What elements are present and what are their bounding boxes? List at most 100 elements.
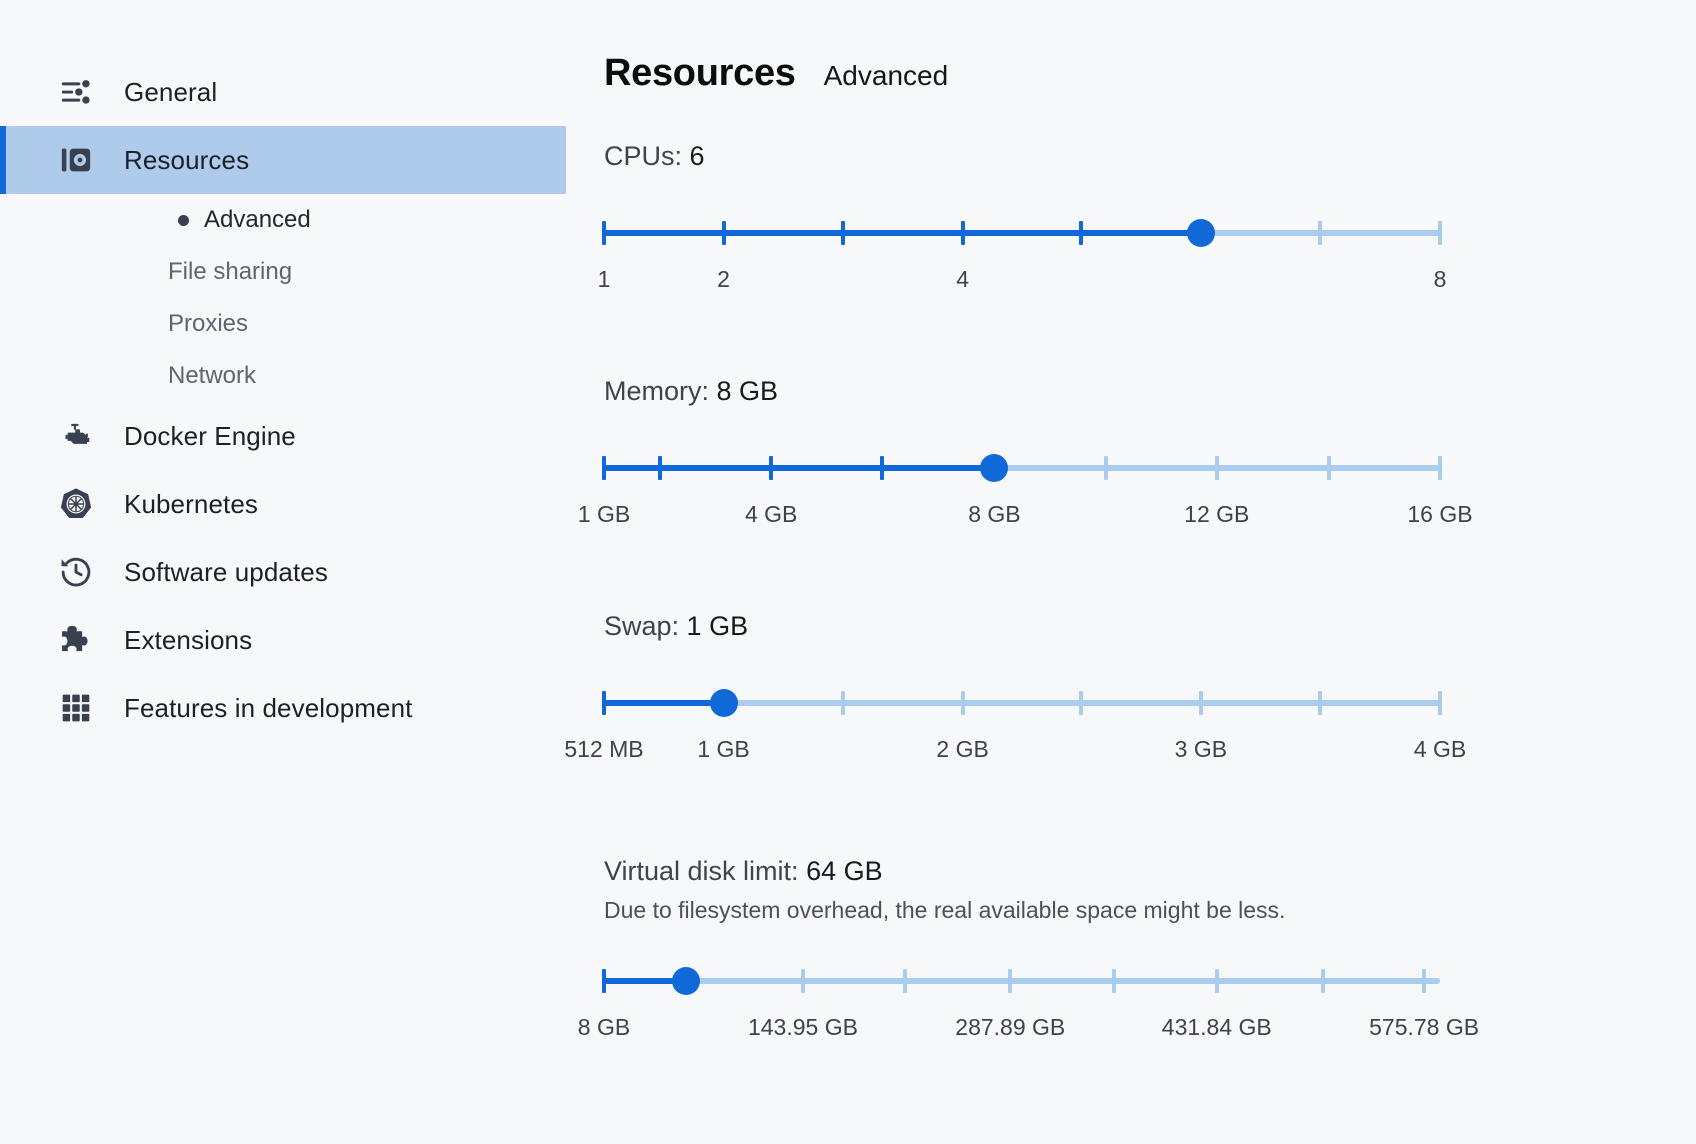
sidebar-subitem-label: Advanced [204,206,311,233]
slider-tick [1320,969,1325,993]
slider-tick [800,969,805,993]
swap-value: 1 GB [686,611,749,641]
slider-tick [1103,456,1108,480]
page-title: Resources [604,52,796,94]
cpus-setting: CPUs: 6 1 2 4 8 [598,141,1696,300]
memory-label-prefix: Memory: [604,376,717,406]
sidebar-subitem-file-sharing[interactable]: File sharing [0,246,566,298]
puzzle-piece-icon [56,620,96,660]
memory-tick-labels: 1 GB 4 GB 8 GB 12 GB 16 GB [578,501,1473,535]
slider-tick [902,969,907,993]
cpus-label: CPUs: 6 [604,141,1696,172]
slider-tick [880,456,885,480]
slider-tick [1438,221,1442,245]
slider-tick-label: 16 GB [1407,501,1473,527]
page-header: Resources Advanced [604,52,1696,95]
kubernetes-helm-icon [56,484,96,524]
slider-tick-label: 2 [717,266,730,292]
slider-tick [1318,691,1323,715]
slider-tick-label: 1 [597,266,611,292]
slider-tick [721,221,726,245]
slider-tick-label: 287.89 GB [955,1014,1066,1040]
slider-tick-label: 8 [1433,266,1447,292]
slider-tick-label: 431.84 GB [1161,1014,1272,1040]
sidebar-item-docker-engine[interactable]: Docker Engine [0,402,566,470]
slider-tick [1214,969,1219,993]
memory-value: 8 GB [716,376,779,406]
sidebar-item-general[interactable]: General [0,58,566,126]
virtual-disk-limit-label-prefix: Virtual disk limit: [604,856,807,886]
memory-setting: Memory: 8 GB 1 GB 4 GB 8 GB 12 GB 16 GB [578,376,1696,535]
slider-track-fill [604,230,1201,236]
virtual-disk-limit-label: Virtual disk limit: 64 GB [604,856,1696,887]
slider-tick [1318,221,1323,245]
cpus-slider[interactable] [602,206,1442,262]
slider-tick-label: 12 GB [1184,501,1250,527]
slider-tick [769,456,774,480]
sidebar-subitem-network[interactable]: Network [0,350,566,402]
sidebar-item-label: General [124,76,218,107]
slider-tick [602,456,606,480]
sidebar-subitem-advanced[interactable]: Advanced [0,194,566,246]
slider-tick-label: 4 [956,266,970,292]
slider-tick [960,221,965,245]
slider-track[interactable] [604,700,1440,706]
settings-sidebar: General Resources Advanced File sharing … [0,0,566,1144]
slider-thumb[interactable] [671,967,700,995]
sidebar-item-kubernetes[interactable]: Kubernetes [0,470,566,538]
grid-icon [56,688,96,728]
slider-tick [841,691,846,715]
sidebar-item-features-in-development[interactable]: Features in development [0,674,566,742]
slider-thumb[interactable] [980,454,1009,482]
sidebar-subitem-label: Network [168,362,257,389]
slider-tick [1214,456,1219,480]
slider-thumb[interactable] [709,689,738,717]
sidebar-item-extensions[interactable]: Extensions [0,606,566,674]
cpus-label-prefix: CPUs: [604,141,690,171]
slider-tick [1198,691,1203,715]
sidebar-item-software-updates[interactable]: Software updates [0,538,566,606]
slider-tick [1111,969,1116,993]
slider-tick [1008,969,1013,993]
sidebar-subitem-proxies[interactable]: Proxies [0,298,566,350]
slider-tick-label: 8 GB [968,501,1021,527]
slider-track-fill [604,978,686,984]
bullet-icon [178,214,189,226]
virtual-disk-limit-note: Due to filesystem overhead, the real ava… [604,897,1286,923]
history-clock-icon [56,552,96,592]
slider-track[interactable] [604,978,1440,984]
slider-tick-label: 143.95 GB [747,1014,858,1040]
swap-slider[interactable] [602,676,1442,732]
slider-tick-label: 2 GB [936,736,989,762]
slider-tick [1438,691,1442,715]
slider-tick-label: 1 GB [577,501,631,527]
virtual-disk-limit-slider[interactable] [602,954,1440,1010]
slider-tick [1438,456,1442,480]
swap-label-prefix: Swap: [604,611,687,641]
slider-tick-label: 3 GB [1174,736,1228,762]
slider-track-fill [604,465,995,471]
slider-tick [1079,691,1084,715]
slider-track-fill [604,700,724,706]
memory-label: Memory: 8 GB [604,376,1696,407]
engine-icon [56,416,96,456]
resources-advanced-panel: Resources Advanced CPUs: 6 1 2 4 8 Memory: … [564,0,1696,1144]
slider-tick-label: 4 GB [744,501,798,527]
sidebar-item-label: Docker Engine [124,420,296,451]
sidebar-item-label: Kubernetes [124,488,258,519]
slider-track[interactable] [604,465,1440,471]
resources-icon [56,140,96,180]
sidebar-subitem-label: File sharing [168,258,293,285]
slider-thumb[interactable] [1186,219,1215,247]
sidebar-item-label: Software updates [124,556,328,587]
slider-tick [1326,456,1331,480]
slider-tick [841,221,846,245]
cpus-tick-labels: 1 2 4 8 [598,266,1447,300]
sidebar-subitem-label: Proxies [168,310,249,337]
memory-slider[interactable] [602,441,1442,497]
sidebar-item-resources[interactable]: Resources [0,126,566,194]
virtual-disk-limit-value: 64 GB [806,856,883,886]
